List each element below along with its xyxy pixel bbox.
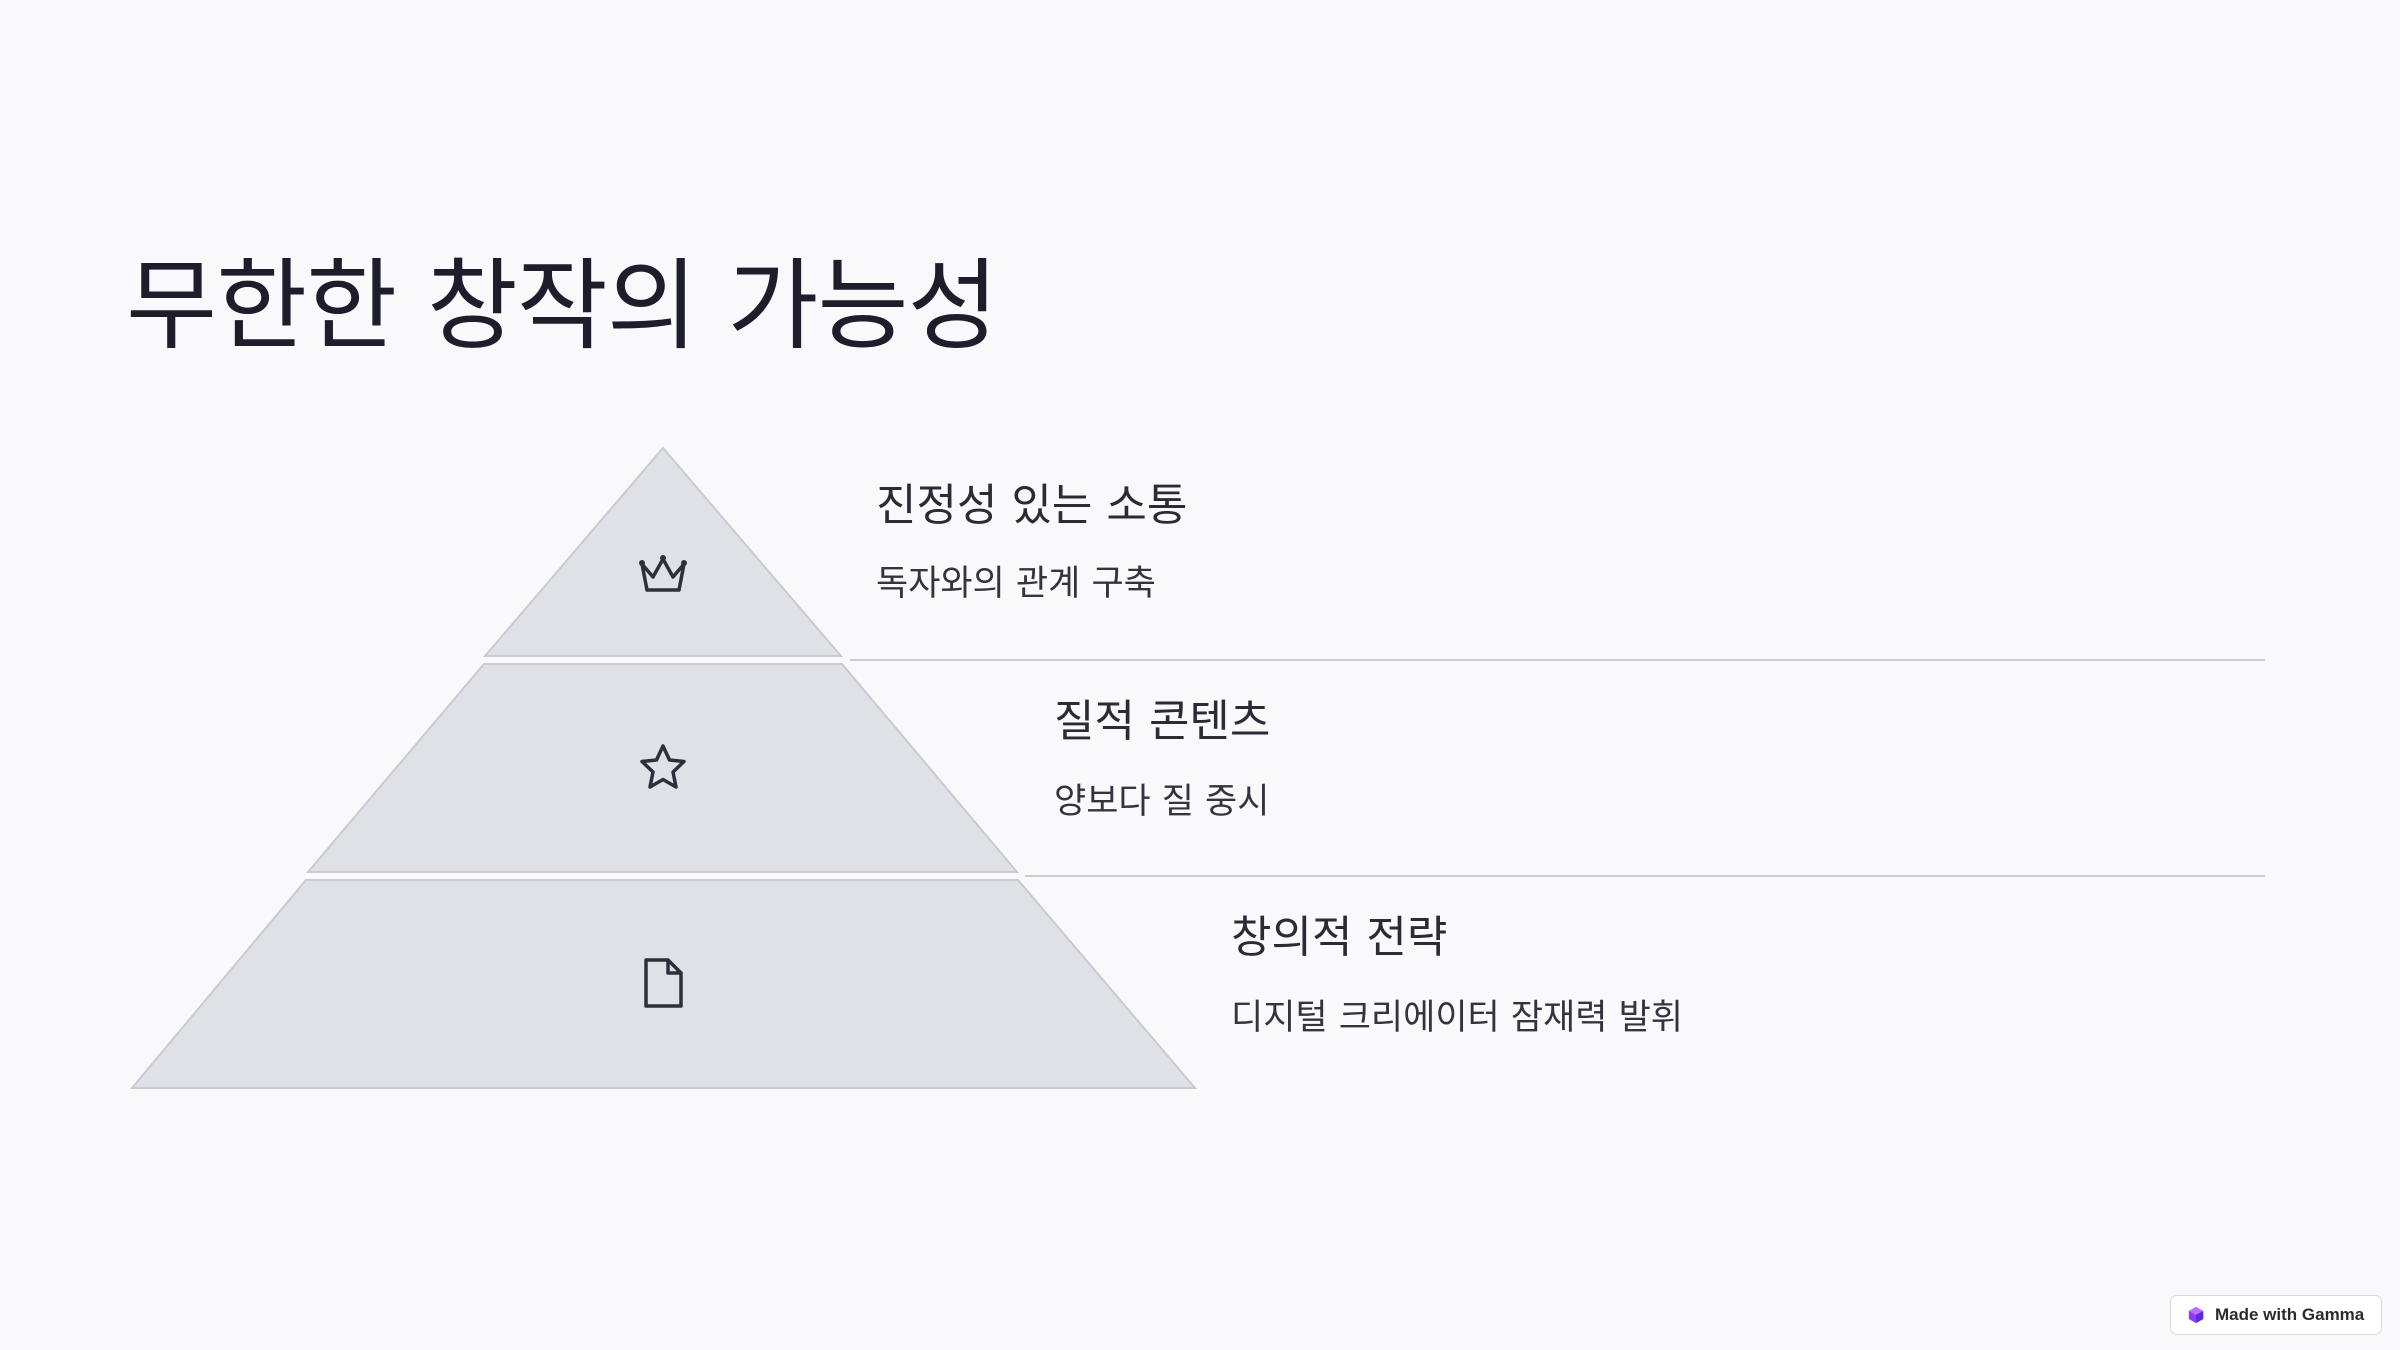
badge-label: Made with Gamma xyxy=(2215,1305,2365,1324)
made-with-gamma-badge[interactable]: Made with Gamma xyxy=(2170,1295,2382,1335)
tier-3-description: 디지털 크리에이터 잠재력 발휘 xyxy=(1231,998,1683,1038)
tier-3-title: 창의적 전략 xyxy=(1231,912,1448,963)
gamma-logo-icon xyxy=(2188,1306,2204,1324)
pyramid-tier-2 xyxy=(305,663,1020,873)
star-icon xyxy=(640,744,686,789)
tier-1-description: 독자와의 관계 구축 xyxy=(876,564,1156,604)
slide-title: 무한한 창작의 가능성 xyxy=(126,249,999,364)
tier-2-description: 양보다 질 중시 xyxy=(1054,782,1270,822)
pyramid-tier-1 xyxy=(482,446,844,657)
document-icon xyxy=(644,958,683,1008)
pyramid-tier-2-shape xyxy=(305,663,1020,873)
pyramid-tier-3 xyxy=(129,879,1198,1089)
crown-icon xyxy=(639,555,687,592)
pyramid-tier-3-shape xyxy=(129,879,1198,1089)
tier-2-title: 질적 콘텐츠 xyxy=(1054,696,1271,747)
tier-1-title: 진정성 있는 소통 xyxy=(876,480,1188,531)
pyramid-tier-1-shape xyxy=(482,446,844,657)
